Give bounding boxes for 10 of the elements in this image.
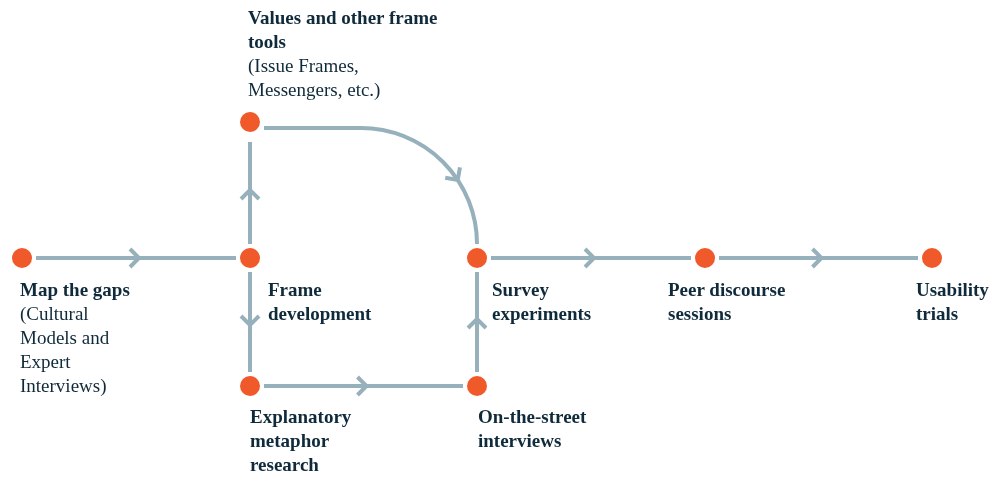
step-title: Explanatory metaphor research [250,405,353,477]
step-title: Usability trials [916,278,990,326]
step-note: (Issue Frames, Messengers, etc.) [248,54,382,102]
step-title: Map the gaps [20,278,131,302]
step-title: Frame development [268,278,373,326]
step-title: On-the-street interviews [478,405,588,453]
step-title: Survey experiments [492,278,593,326]
step-title: Values and other frame tools [248,6,439,54]
step-title: Peer discourse sessions [668,278,787,326]
step-note: (Cultural Models and Expert Interviews) [20,302,111,398]
